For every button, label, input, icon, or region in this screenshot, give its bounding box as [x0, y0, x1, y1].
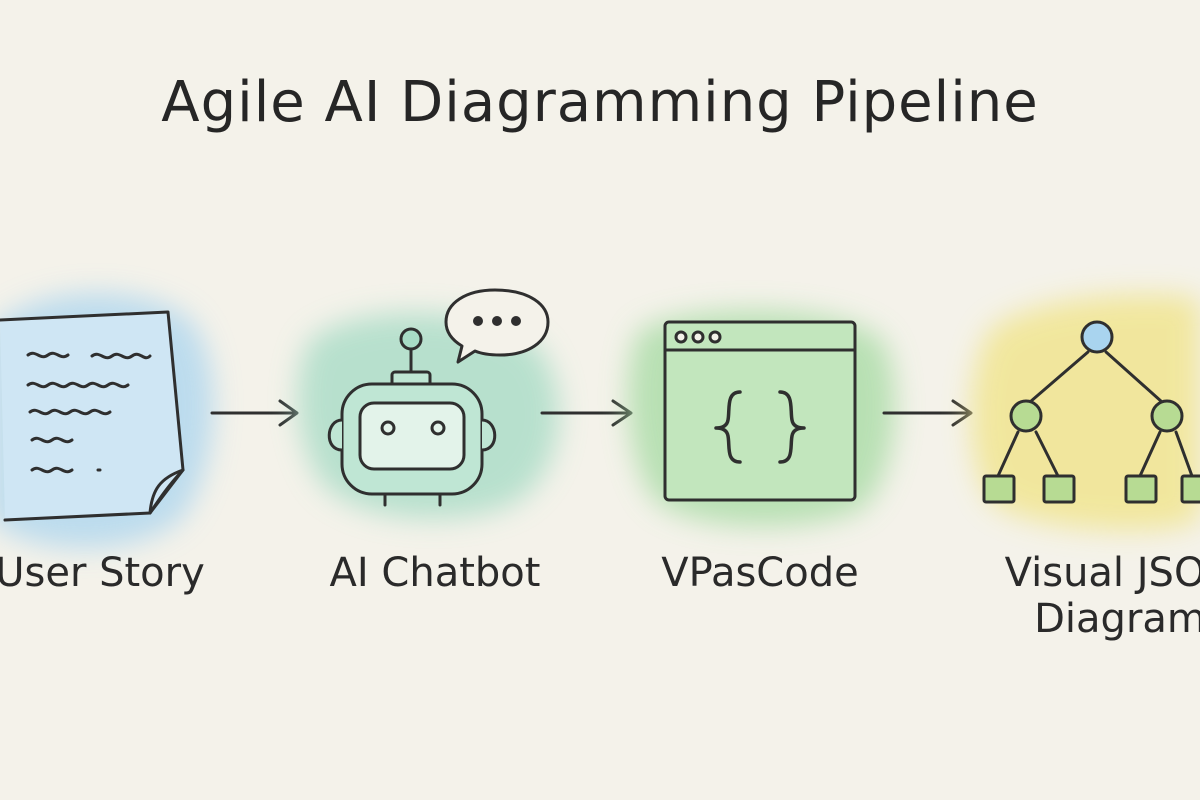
- arrow-3: [882, 399, 973, 427]
- step-label-visual-json-diagram: Visual JSON Diagram: [1004, 550, 1200, 642]
- document-icon: [0, 310, 185, 522]
- step-user-story: [0, 293, 214, 549]
- tree-diagram-icon: [982, 320, 1200, 504]
- step-label-user-story: User Story: [0, 550, 205, 596]
- step-label-ai-chatbot: AI Chatbot: [329, 550, 541, 596]
- step-label-vpascode: VPasCode: [661, 550, 859, 596]
- step-visual-json-diagram: [971, 294, 1200, 531]
- speech-bubble-icon: [444, 288, 550, 364]
- step-vpascode: [628, 310, 896, 527]
- robot-icon: [327, 327, 497, 507]
- step-ai-chatbot: [297, 288, 560, 519]
- arrow-1: [210, 399, 299, 427]
- code-window-icon: [663, 320, 857, 502]
- diagram-title: Agile AI Diagramming Pipeline: [161, 70, 1039, 135]
